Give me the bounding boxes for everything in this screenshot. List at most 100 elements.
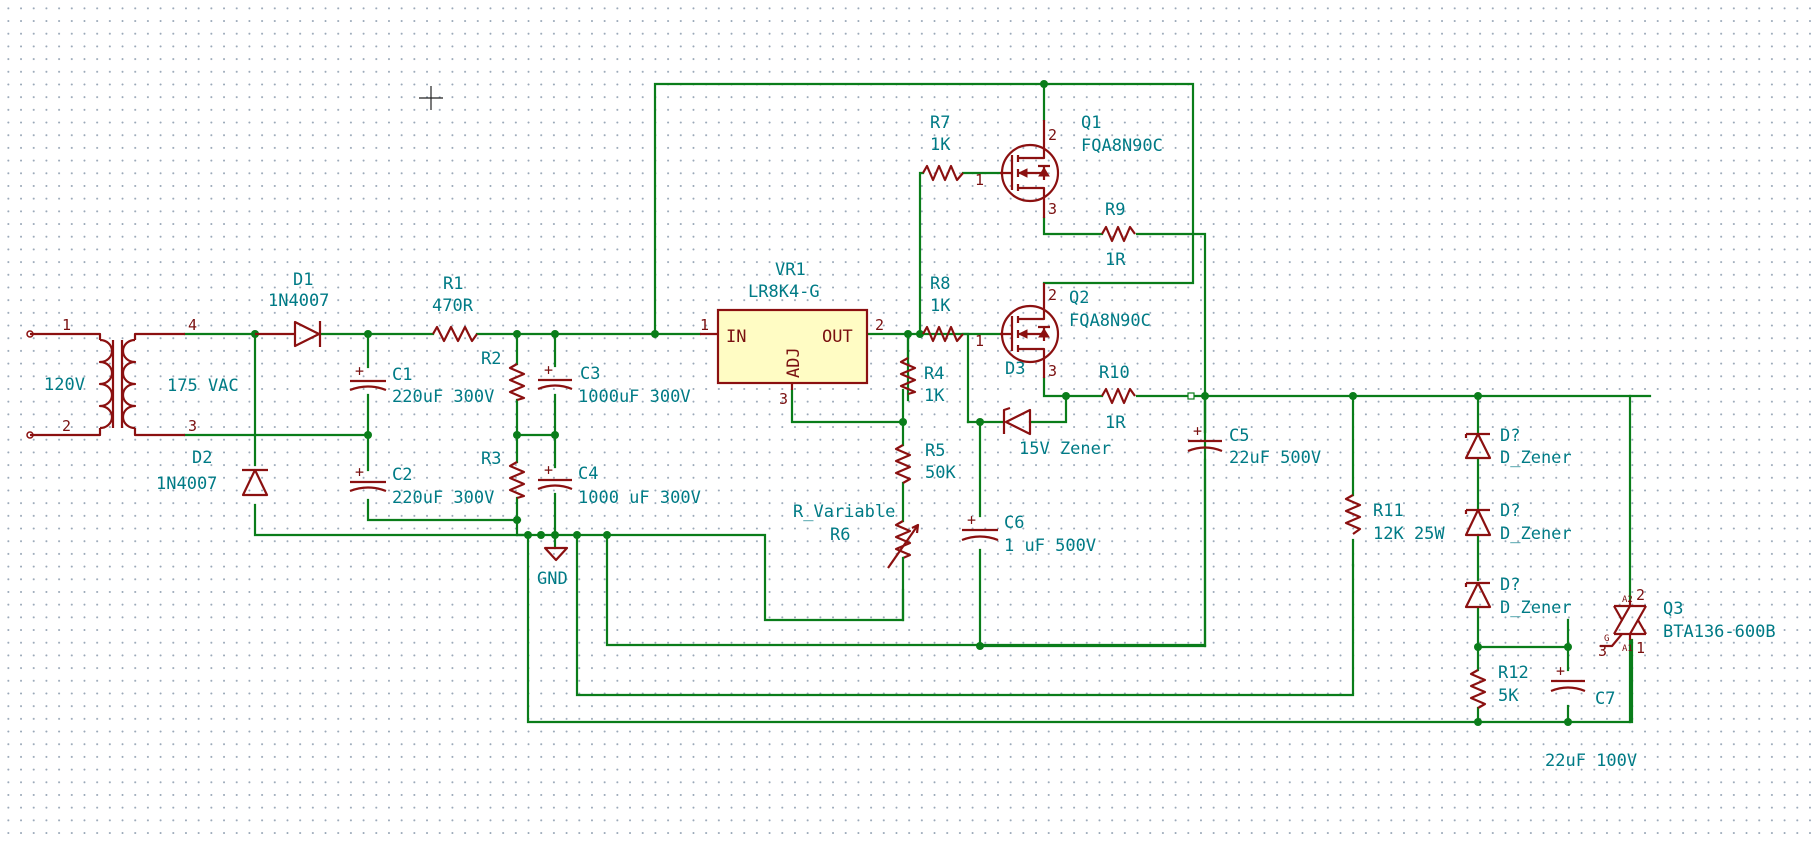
q3-pin1: 1 [1636,639,1645,657]
c5-value: 22uF 500V [1229,448,1321,468]
resistor-r1[interactable]: R1 470R [432,274,478,343]
q2-pin-g: 1 [975,332,984,350]
capacitor-c7[interactable]: + C7 22uF 100V [1545,662,1637,771]
resistor-r5[interactable]: R5 50K [894,441,956,484]
transformer-pin3: 3 [188,417,197,435]
resistor-r6-variable[interactable]: R_Variable R6 [793,502,920,622]
c5-ref: C5 [1229,426,1249,446]
r9-value: 1R [1105,250,1126,270]
gnd-label: GND [537,569,568,589]
vr1-pin1: 1 [700,316,709,334]
transformer-pin1: 1 [62,316,71,334]
vr1-pin2: 2 [875,316,884,334]
dz2-ref: D? [1500,501,1520,521]
r10-ref: R10 [1099,363,1130,383]
r6-ref: R6 [830,525,850,545]
capacitor-c6[interactable]: + C6 1 uF 500V [961,511,1096,556]
triac-q3[interactable]: 2 1 3 A2 A1 G Q3 BTA136-600B [1598,586,1776,660]
diode-d2[interactable]: D2 1N4007 [156,448,269,497]
resistor-r4[interactable]: R4 1K [899,357,945,406]
c3-value: 1000uF 300V [578,387,691,407]
q3-value: BTA136-600B [1663,622,1776,642]
cursor-crosshair-icon [419,86,443,110]
r11-ref: R11 [1373,501,1404,521]
r4-ref: R4 [924,364,944,384]
svg-text:+: + [1556,662,1565,680]
r7-ref: R7 [930,113,950,133]
dz1-ref: D? [1500,426,1520,446]
regulator-vr1[interactable]: IN OUT ADJ 1 2 3 VR1 LR8K4-G [700,260,884,408]
q3-pin-a2: A2 [1622,595,1633,605]
q1-value: FQA8N90C [1081,136,1163,156]
q2-pin-s: 3 [1048,362,1057,380]
vr1-value: LR8K4-G [748,282,820,302]
transformer[interactable]: 1 2 3 4 120V 175 VAC [26,316,239,439]
mosfet-q2[interactable]: 1 2 3 Q2 FQA8N90C [975,283,1151,380]
q2-value: FQA8N90C [1069,311,1151,331]
transformer-primary-label: 120V [44,375,85,395]
r12-ref: R12 [1498,663,1529,683]
q2-ref: Q2 [1069,288,1089,308]
zener-dz3[interactable]: D? D_Zener [1464,575,1572,618]
d2-ref: D2 [192,448,212,468]
mosfet-q1[interactable]: 1 2 3 Q1 FQA8N90C [975,113,1163,218]
resistor-r8[interactable]: R8 1K [922,274,964,343]
r5-value: 50K [925,463,956,483]
c7-value: 22uF 100V [1545,751,1637,771]
q1-pin-g: 1 [975,171,984,189]
ground-symbol[interactable]: GND [537,546,569,589]
q3-pin2: 2 [1636,586,1645,604]
capacitor-c3[interactable]: + C3 1000uF 300V [537,361,691,407]
wire-end-marker [1187,392,1195,400]
r4-value: 1K [924,386,945,406]
r1-ref: R1 [443,274,463,294]
vr1-pin-out-label: OUT [822,327,853,347]
r3-ref: R3 [481,449,501,469]
c4-ref: C4 [578,464,598,484]
r6-value: R_Variable [793,502,895,522]
diode-d1[interactable]: D1 1N4007 [255,270,329,348]
c2-ref: C2 [392,465,412,485]
resistor-r7[interactable]: R7 1K [922,113,964,182]
r7-value: 1K [930,135,951,155]
zener-d3[interactable]: D3 15V Zener [1002,359,1111,459]
c7-ref: C7 [1595,689,1615,709]
resistor-r11[interactable]: R11 12K 25W [1344,494,1445,544]
capacitor-c2[interactable]: + C2 220uF 300V [349,463,494,508]
resistor-r12[interactable]: R12 5K [1469,663,1529,709]
d1-ref: D1 [293,270,313,290]
d2-value: 1N4007 [156,474,217,494]
vr1-ref: VR1 [775,260,806,280]
r11-value: 12K 25W [1373,524,1445,544]
c1-value: 220uF 300V [392,387,494,407]
r5-ref: R5 [925,441,945,461]
zener-dz2[interactable]: D? D_Zener [1464,501,1572,544]
c6-value: 1 uF 500V [1004,536,1096,556]
resistor-r2[interactable]: R2 [481,349,526,402]
capacitor-c4[interactable]: + C4 1000 uF 300V [537,461,701,508]
svg-text:+: + [544,361,553,379]
transformer-pin4: 4 [188,316,197,334]
junctions [251,80,1572,726]
c4-value: 1000 uF 300V [578,488,701,508]
dz3-value: D_Zener [1500,598,1572,618]
r1-value: 470R [432,296,474,316]
q3-pin3: 3 [1598,642,1607,660]
capacitor-c1[interactable]: + C1 220uF 300V [349,362,494,407]
dz1-value: D_Zener [1500,448,1572,468]
resistor-r3[interactable]: R3 [481,449,526,500]
resistor-r10[interactable]: R10 1R [1099,363,1136,433]
c1-ref: C1 [392,365,412,385]
vr1-pin3: 3 [779,390,788,408]
q3-pin-a1: A1 [1622,644,1633,654]
zener-dz1[interactable]: D? D_Zener [1464,426,1572,468]
capacitor-c5[interactable]: + C5 22uF 500V [1187,422,1321,468]
resistor-r9[interactable]: R9 1R [1101,200,1136,270]
svg-text:+: + [967,511,976,529]
svg-text:+: + [544,461,553,479]
c6-ref: C6 [1004,513,1024,533]
svg-text:+: + [355,463,364,481]
transformer-secondary-label: 175 VAC [167,376,239,396]
r12-value: 5K [1498,686,1519,706]
